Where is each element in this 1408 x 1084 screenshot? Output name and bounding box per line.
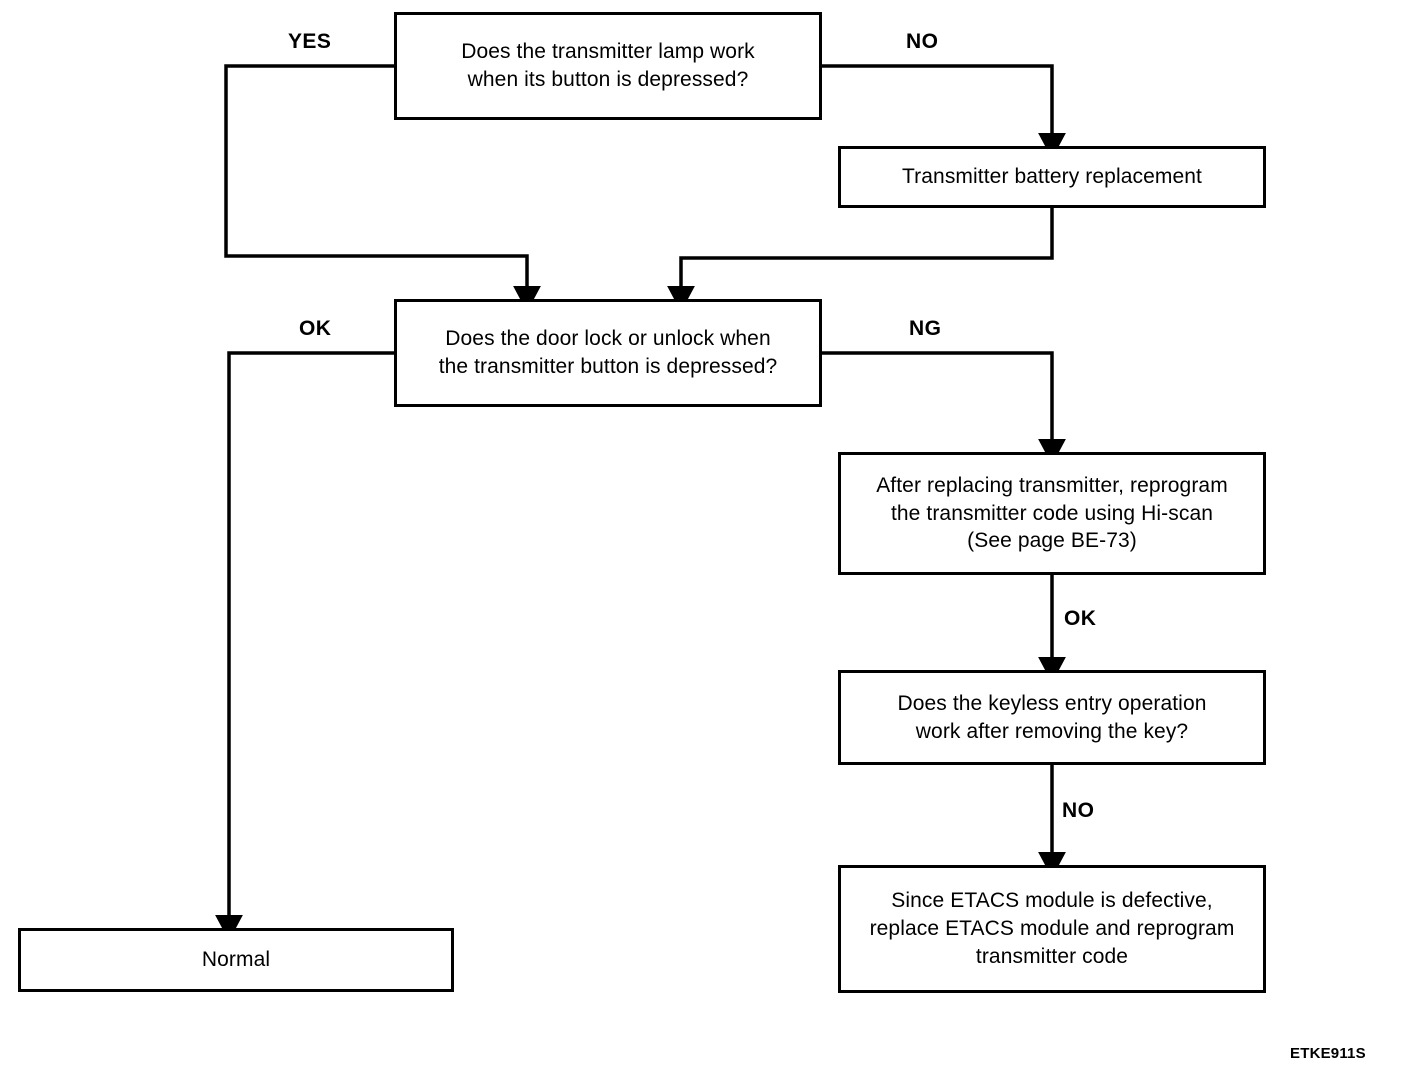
node-lamp-check[interactable]: Does the transmitter lamp work when its … <box>394 12 822 120</box>
node-reprogram-hiscan-text: After replacing transmitter, reprogram t… <box>876 473 1228 553</box>
node-reprogram-hiscan[interactable]: After replacing transmitter, reprogram t… <box>838 452 1266 575</box>
node-etacs-replace[interactable]: Since ETACS module is defective, replace… <box>838 865 1266 993</box>
edge-label-ok-reprogram: OK <box>1064 607 1097 630</box>
node-normal-text: Normal <box>201 948 271 972</box>
edge-label-ok-doorlock: OK <box>299 317 332 340</box>
node-door-lock-check-text: Does the door lock or unlock when the tr… <box>438 327 778 378</box>
node-door-lock-check[interactable]: Does the door lock or unlock when the tr… <box>394 299 822 407</box>
edge-ok-doorlock-to-normal <box>215 351 394 942</box>
node-normal[interactable]: Normal <box>18 928 454 992</box>
node-battery-replacement-text: Transmitter battery replacement <box>902 165 1202 189</box>
edge-battery-to-doorlock <box>667 208 1054 313</box>
node-etacs-replace-text: Since ETACS module is defective, replace… <box>869 889 1235 968</box>
node-keyless-entry-check[interactable]: Does the keyless entry operation work af… <box>838 670 1266 765</box>
node-battery-replacement[interactable]: Transmitter battery replacement <box>838 146 1266 208</box>
edge-label-ng-doorlock: NG <box>909 317 942 340</box>
figure-reference-code: ETKE911S <box>1290 1045 1366 1062</box>
node-keyless-entry-check-text: Does the keyless entry operation work af… <box>897 691 1207 743</box>
node-lamp-check-text: Does the transmitter lamp work when its … <box>461 40 755 91</box>
edge-label-no-keyless: NO <box>1062 799 1095 822</box>
edge-ng-doorlock-to-reprogram <box>822 351 1066 466</box>
edge-no-lamp-to-battery <box>822 64 1066 160</box>
edge-label-no-lamp: NO <box>906 30 939 53</box>
edge-label-yes-lamp: YES <box>288 30 332 53</box>
